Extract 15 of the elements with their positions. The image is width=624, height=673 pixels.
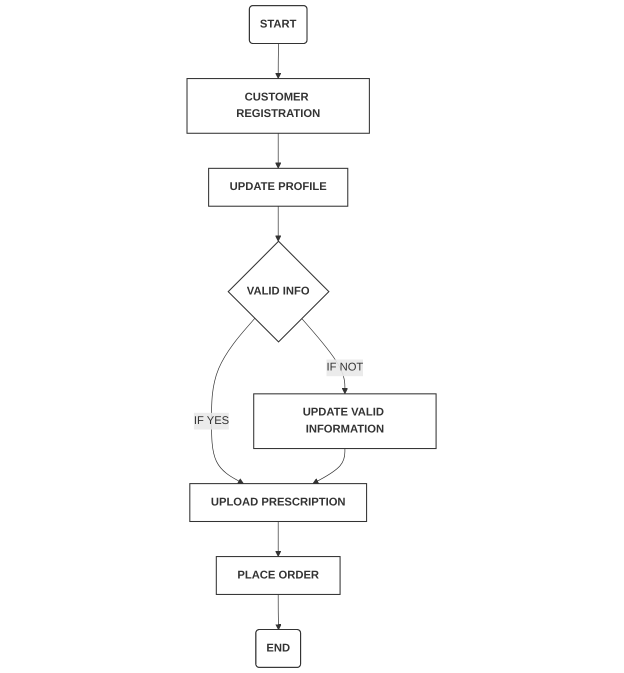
node-box: CUSTOMER REGISTRATION [186, 78, 370, 134]
edge-label: IF NOT [326, 362, 364, 374]
node-box: UPDATE PROFILE [208, 168, 349, 207]
node-box: UPDATE VALID INFORMATION [254, 393, 438, 450]
arrow [313, 448, 346, 484]
arrow [276, 206, 282, 242]
node-box: UPLOAD PRESCRIPTION [190, 483, 368, 522]
arrow [276, 594, 282, 630]
node-box: PLACE ORDER [216, 556, 342, 595]
arrow [276, 132, 282, 169]
arrow [276, 44, 282, 79]
arrow [212, 318, 256, 484]
node-diamond: VALID INFO [228, 240, 330, 343]
arrow [276, 521, 282, 557]
edge-label: IF YES [194, 414, 230, 427]
